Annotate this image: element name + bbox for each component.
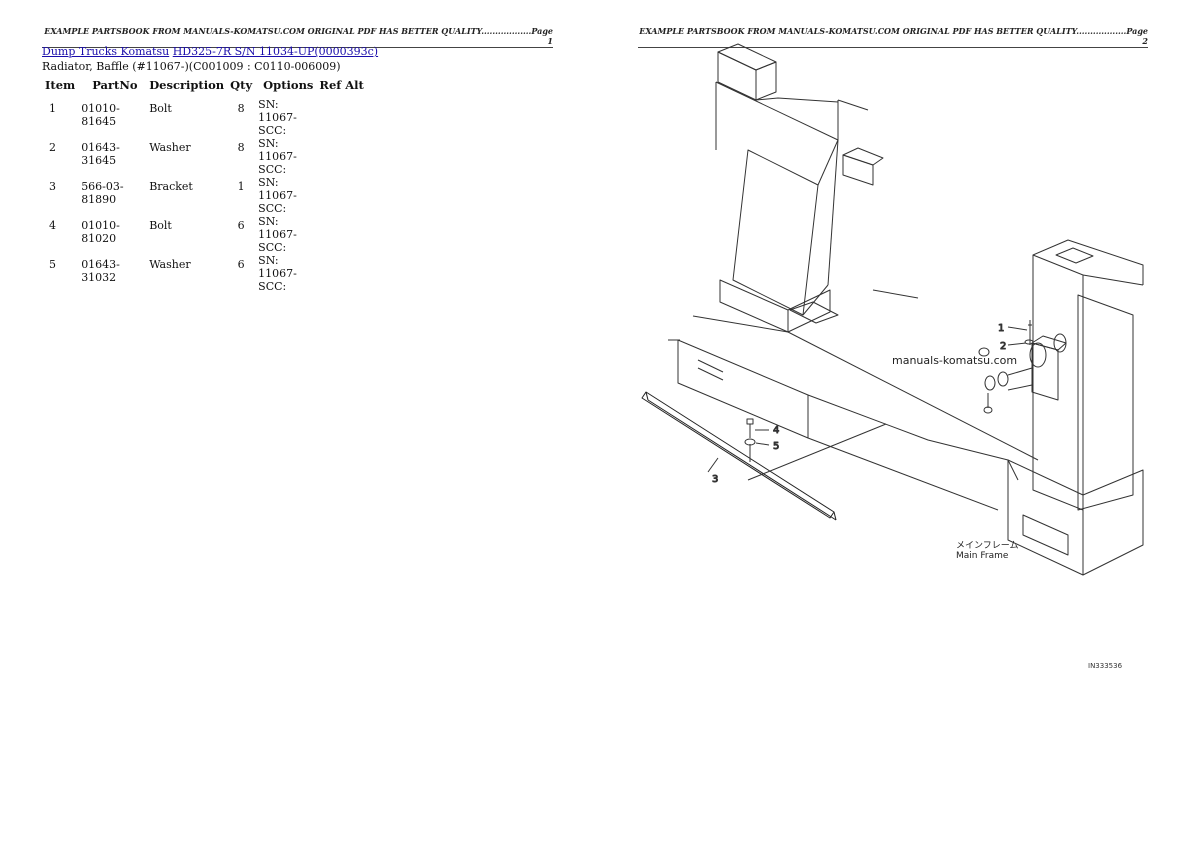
- cell-qty: 8: [237, 102, 245, 115]
- col-header-partno: PartNo: [92, 78, 138, 92]
- bracket-part: [978, 320, 1067, 414]
- cell-item: 4: [49, 219, 56, 232]
- breadcrumb-link-model[interactable]: HD325-7R S/N 11034-UP(0000393c): [172, 45, 379, 58]
- option-sn: SN: 11067-: [258, 137, 297, 163]
- table-row: 2 01643-31645 Washer 8 SN: 11067-SCC:: [42, 137, 367, 176]
- option-scc: SCC:: [258, 202, 287, 215]
- table-row: 4 01010-81020 Bolt 6 SN: 11067-SCC:: [42, 215, 367, 254]
- callout-4[interactable]: 4: [773, 425, 780, 437]
- cell-partno: 01643-31645: [81, 141, 120, 167]
- breadcrumb-link-dump-trucks[interactable]: Dump Trucks Komatsu: [42, 45, 170, 58]
- option-scc: SCC:: [258, 280, 287, 293]
- bracket-bar: [641, 391, 837, 521]
- col-header-item: Item: [45, 78, 76, 92]
- option-sn: SN: 11067-: [258, 254, 297, 280]
- table-row: 3 566-03-81890 Bracket 1 SN: 11067-SCC:: [42, 176, 367, 215]
- page-header-2: EXAMPLE PARTSBOOK FROM MANUALS-KOMATSU.C…: [638, 26, 1148, 48]
- cell-ref-alt: [316, 215, 366, 254]
- parts-table: Item PartNo Description Qty Options Ref …: [42, 76, 367, 293]
- option-scc: SCC:: [258, 241, 287, 254]
- cell-options: SN: 11067-SCC:: [255, 98, 316, 137]
- breadcrumb: Dump Trucks Komatsu HD325-7R S/N 11034-U…: [42, 45, 378, 58]
- cell-description: Bolt: [149, 102, 172, 115]
- cell-description: Bracket: [149, 180, 193, 193]
- right-pillar: [1032, 239, 1144, 511]
- option-scc: SCC:: [258, 124, 287, 137]
- bolt-washer-4-5: [744, 418, 756, 462]
- frame-label-jp: メインフレーム: [956, 540, 1018, 551]
- option-scc: SCC:: [258, 163, 287, 176]
- callout-2[interactable]: 2: [1000, 341, 1007, 353]
- table-row: 1 01010-81645 Bolt 8 SN: 11067-SCC:: [42, 98, 367, 137]
- cell-description: Bolt: [149, 219, 172, 232]
- cell-ref-alt: [316, 98, 366, 137]
- frame-label-en: Main Frame: [956, 551, 1009, 561]
- cell-qty: 6: [237, 219, 245, 232]
- col-header-qty: Qty: [230, 78, 253, 92]
- table-header-row: Item PartNo Description Qty Options Ref …: [42, 76, 367, 98]
- cell-item: 2: [49, 141, 56, 154]
- cell-partno: 01010-81645: [81, 102, 120, 128]
- callout-1[interactable]: 1: [998, 323, 1005, 335]
- upper-pillar: [715, 43, 919, 333]
- cell-item: 5: [49, 258, 56, 271]
- cell-item: 1: [49, 102, 56, 115]
- option-sn: SN: 11067-: [258, 98, 297, 124]
- option-sn: SN: 11067-: [258, 215, 297, 241]
- cell-ref-alt: [316, 137, 366, 176]
- page-subtitle: Radiator, Baffle (#11067-)(C001009 : C01…: [42, 60, 341, 73]
- table-row: 5 01643-31032 Washer 6 SN: 11067-SCC:: [42, 254, 367, 293]
- watermark: manuals-komatsu.com: [892, 354, 1017, 367]
- main-frame: [668, 315, 1144, 576]
- callout-3[interactable]: 3: [712, 474, 719, 486]
- cell-options: SN: 11067-SCC:: [255, 176, 316, 215]
- cell-description: Washer: [149, 258, 191, 271]
- cell-partno: 566-03-81890: [81, 180, 124, 206]
- cell-qty: 6: [237, 258, 245, 271]
- cell-options: SN: 11067-SCC:: [255, 137, 316, 176]
- cell-qty: 1: [237, 180, 245, 193]
- option-sn: SN: 11067-: [258, 176, 297, 202]
- leader-lines: [707, 326, 1028, 481]
- diagram-code: IN333536: [1088, 662, 1123, 670]
- col-header-options: Options: [263, 78, 314, 92]
- cell-options: SN: 11067-SCC:: [255, 254, 316, 293]
- cell-partno: 01010-81020: [81, 219, 120, 245]
- cell-ref-alt: [316, 254, 366, 293]
- cell-qty: 8: [237, 141, 245, 154]
- cell-item: 3: [49, 180, 56, 193]
- cell-partno: 01643-31032: [81, 258, 120, 284]
- callout-5[interactable]: 5: [773, 441, 780, 453]
- cell-options: SN: 11067-SCC:: [255, 215, 316, 254]
- col-header-description: Description: [149, 78, 225, 92]
- parts-diagram: 1 2 3 4 5 manuals-komatsu.com メインフレーム Ma…: [641, 43, 1144, 670]
- page-header-1: EXAMPLE PARTSBOOK FROM MANUALS-KOMATSU.C…: [42, 26, 553, 48]
- cell-ref-alt: [316, 176, 366, 215]
- cell-description: Washer: [149, 141, 191, 154]
- col-header-ref-alt: Ref Alt: [319, 78, 364, 92]
